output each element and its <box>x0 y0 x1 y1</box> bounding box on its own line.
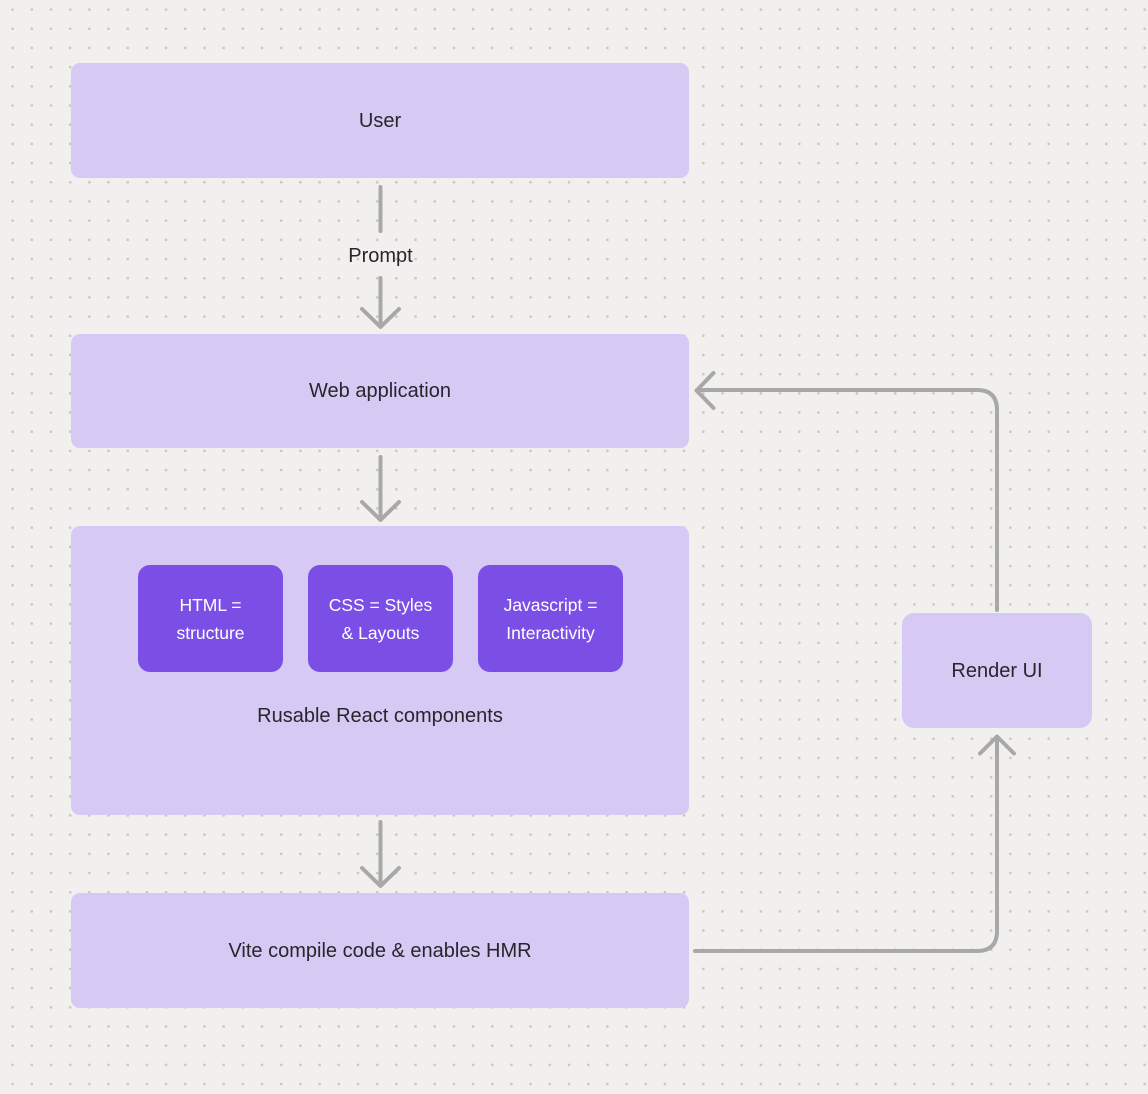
node-render-ui: Render UI <box>902 613 1092 728</box>
chip-javascript: Javascript = Interactivity <box>478 565 623 672</box>
chip-javascript-line2: Interactivity <box>506 622 595 643</box>
edge-render-to-web <box>694 371 999 612</box>
chip-javascript-line1: Javascript = <box>503 594 598 615</box>
components-group-label: Rusable React components <box>257 705 503 727</box>
node-vite: Vite compile code & enables HMR <box>71 893 689 1008</box>
node-render-ui-label: Render UI <box>951 659 1043 682</box>
chip-html-line2: structure <box>176 622 245 643</box>
node-web-application: Web application <box>71 334 689 448</box>
edge-vite-to-render <box>693 734 1016 953</box>
edge-components-to-vite <box>360 820 401 888</box>
node-components-group: HTML = structure CSS = Styles & Layouts … <box>71 526 689 815</box>
chip-css-line2: & Layouts <box>341 622 420 643</box>
chip-css: CSS = Styles & Layouts <box>308 565 453 672</box>
edge-label-prompt: Prompt <box>348 245 413 267</box>
edge-web-to-components <box>360 455 401 522</box>
chip-html: HTML = structure <box>138 565 283 672</box>
node-web-application-label: Web application <box>309 380 451 402</box>
chip-html-line1: HTML = <box>179 594 242 615</box>
edge-user-to-web-lower <box>360 276 401 329</box>
node-user-label: User <box>358 109 402 132</box>
node-vite-label: Vite compile code & enables HMR <box>228 939 532 962</box>
node-user: User <box>71 63 689 178</box>
chip-css-line1: CSS = Styles <box>328 594 433 615</box>
